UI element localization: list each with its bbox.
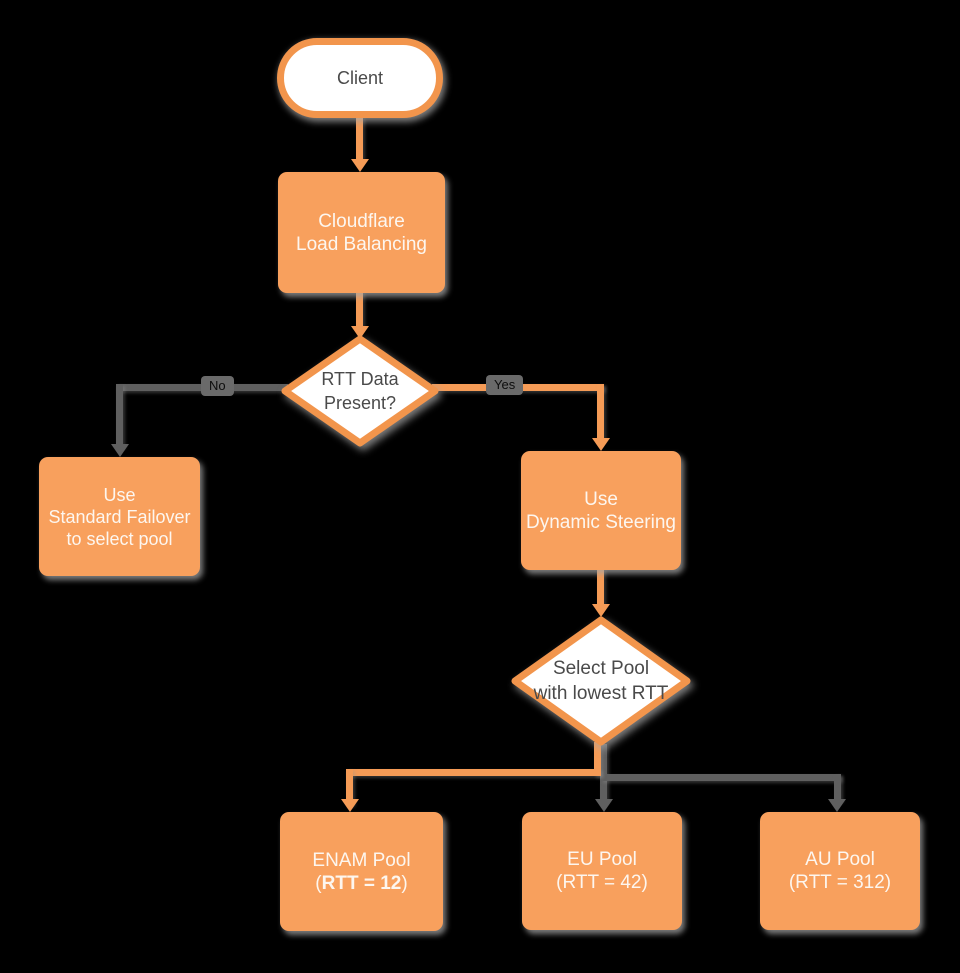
node-au-pool: AU Pool (RTT = 312) <box>760 812 920 930</box>
node-rtt-decision: RTT Data Present? <box>281 335 439 447</box>
paren-open: ( <box>315 872 322 894</box>
arrowhead-down-icon <box>351 159 369 172</box>
arrowhead-down-icon <box>592 438 610 451</box>
arrowhead-down-icon <box>111 444 129 457</box>
node-standard-failover-line2: Standard Failover <box>48 506 191 527</box>
node-dynamic-steering-line1: Use <box>584 488 618 510</box>
arrowhead-down-icon <box>595 799 613 812</box>
connector-pooldecision-enam-horizontal <box>346 769 601 776</box>
node-standard-failover-line3: to select pool <box>66 528 173 549</box>
node-eu-pool-line2: (RTT = 42) <box>556 872 648 893</box>
node-au-pool-line1: AU Pool <box>805 849 875 870</box>
node-standard-failover: Use Standard Failover to select pool <box>39 457 200 576</box>
node-enam-pool: ENAM Pool (RTT = 12) <box>280 812 443 931</box>
node-enam-pool-line1: ENAM Pool <box>312 849 411 871</box>
node-load-balancer: Cloudflare Load Balancing <box>278 172 445 293</box>
connector-pooldecision-eu <box>600 744 607 801</box>
node-dynamic-steering: Use Dynamic Steering <box>521 451 681 570</box>
arrowhead-down-icon <box>828 799 846 812</box>
arrowhead-down-icon <box>592 604 610 617</box>
node-standard-failover-line1: Use <box>103 484 136 505</box>
diamond-shape-icon <box>511 616 691 746</box>
node-rtt-decision-line2: Present? <box>323 393 397 413</box>
enam-rtt-value: RTT = 12 <box>321 872 402 894</box>
node-pool-decision-line2: with lowest RTT <box>533 683 669 704</box>
connector-pooldecision-au-vertical <box>834 774 841 801</box>
arrowhead-down-icon <box>341 799 359 812</box>
diamond-shape-icon <box>281 335 439 447</box>
node-rtt-decision-line1: RTT Data <box>321 369 399 389</box>
node-eu-pool-line1: EU Pool <box>567 849 637 870</box>
connector-no-vertical <box>116 384 123 447</box>
arrowhead-down-icon <box>351 326 369 339</box>
edge-label-no: No <box>201 376 234 396</box>
node-pool-decision: Select Pool with lowest RTT <box>511 616 691 746</box>
node-client-label: Client <box>336 67 384 88</box>
paren-close: ) <box>401 872 408 894</box>
node-dynamic-steering-line2: Dynamic Steering <box>526 511 676 533</box>
connector-loadbalancer-rttdecision <box>356 291 363 327</box>
node-pool-decision-line1: Select Pool <box>552 658 650 679</box>
connector-pooldecision-au-horizontal <box>601 774 841 781</box>
connector-yes-vertical <box>597 384 604 440</box>
node-au-pool-line2: (RTT = 312) <box>788 872 892 893</box>
node-client: Client <box>277 38 443 118</box>
node-load-balancer-line2: Load Balancing <box>296 233 427 255</box>
connector-steering-pooldecision <box>597 568 604 606</box>
connector-client-loadbalancer <box>356 116 363 160</box>
node-load-balancer-line1: Cloudflare <box>318 210 405 232</box>
connector-pooldecision-enam-stem <box>594 742 601 776</box>
connector-pooldecision-enam-vertical <box>346 769 353 805</box>
node-enam-pool-line2: (RTT = 12) <box>315 872 407 895</box>
node-eu-pool: EU Pool (RTT = 42) <box>522 812 682 930</box>
edge-label-yes: Yes <box>486 375 524 395</box>
